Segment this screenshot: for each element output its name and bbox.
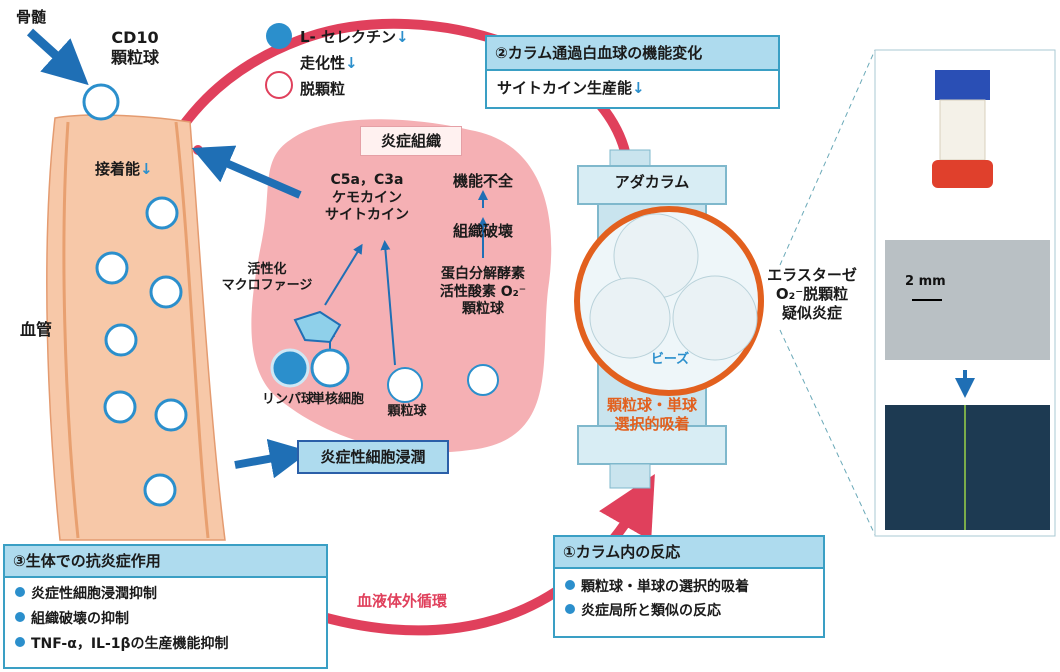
vessel-body [46, 114, 226, 541]
degranulation-label: 脱顆粒 [300, 80, 346, 98]
adhesion-point [193, 145, 203, 155]
list-item: 炎症性細胞浸潤抑制 [15, 582, 316, 607]
monocyte-label: 単核細胞 [311, 392, 364, 407]
down-arrow-icon: ↓ [396, 28, 409, 46]
cd10-label: CD10 顆粒球 [95, 28, 175, 68]
c5a-line2: ケモカイン [332, 189, 402, 206]
vessel-label: 血管 [20, 320, 53, 339]
box3-item-text: 炎症性細胞浸潤抑制 [31, 586, 157, 602]
down-arrow-icon: ↓ [140, 160, 153, 178]
box3-title: ③生体での抗炎症作用 [5, 546, 326, 578]
pseudo-inflammation-text: 疑似炎症 [781, 303, 842, 322]
lymphocyte-label: リンパ球 [261, 392, 314, 407]
box1-title: ①カラム内の反応 [555, 537, 823, 569]
c5a-line3: サイトカイン [325, 207, 409, 223]
column-function-change-box: ②カラム通過白血球の機能変化 サイトカイン生産能↓ [485, 35, 780, 109]
vessel-cells [82, 83, 188, 507]
down-arrow-icon: ↓ [632, 79, 645, 97]
c5a-line1: C5a，C3a [330, 172, 404, 188]
list-item: 顆粒球・単球の選択的吸着 [565, 575, 813, 599]
lymphocyte-cell [270, 348, 310, 388]
macrophage-label: 活性化 マクロファージ [212, 262, 322, 295]
bullet-icon [15, 637, 25, 647]
elastase-text: エラスターゼ [767, 266, 857, 284]
protease-text: 蛋白分解酵素 [441, 266, 525, 282]
list-item: TNF-α，IL-1βの生産機能抑制 [15, 632, 316, 657]
adacolumn [574, 149, 764, 489]
adhesion-label: 接着能↓ [95, 160, 153, 179]
selective-line1: 顆粒球・単球 [606, 396, 697, 414]
cd10-line2: 顆粒球 [110, 48, 159, 67]
column-reaction-box: ①カラム内の反応 顆粒球・単球の選択的吸着 炎症局所と類似の反応 [553, 535, 825, 638]
o2-degran-text: O₂⁻脱顆粒 [775, 284, 849, 303]
adhesion-text: 接着能 [95, 160, 141, 178]
list-item: 炎症局所と類似の反応 [565, 599, 813, 623]
anti-inflammatory-box: ③生体での抗炎症作用 炎症性細胞浸潤抑制 組織破壊の抑制 TNF-α，IL-1β… [3, 544, 328, 669]
monocyte-cell [310, 348, 350, 388]
tissue-destruction-label: 組織破壊 [452, 222, 513, 240]
granulocyte-label: 顆粒球 [387, 404, 427, 419]
photo-panel [779, 49, 1056, 537]
infiltration-box: 炎症性細胞浸潤 [297, 440, 449, 474]
granulocyte-tissue-text: 顆粒球 [462, 301, 504, 317]
bone-marrow-arrow [26, 28, 89, 86]
macrophage-line2: マクロファージ [221, 278, 313, 294]
degranulation-cell [265, 71, 293, 99]
box3-list: 炎症性細胞浸潤抑制 組織破壊の抑制 TNF-α，IL-1βの生産機能抑制 [5, 578, 326, 661]
bullet-icon [565, 580, 575, 590]
macrophage-line1: 活性化 [247, 262, 287, 277]
l-selectin-label: L- セレクチン↓ [300, 28, 409, 47]
box1-list: 顆粒球・単球の選択的吸着 炎症局所と類似の反応 [555, 569, 823, 627]
l-selectin-cell [266, 23, 292, 49]
box2-title: ②カラム通過白血球の機能変化 [487, 37, 778, 71]
chemotaxis-label: 走化性↓ [300, 54, 358, 73]
down-arrow-icon: ↓ [345, 54, 358, 72]
bullet-icon [15, 612, 25, 622]
pseudo-inflammation-label: エラスターゼ O₂⁻脱顆粒 疑似炎症 [752, 266, 872, 322]
arrow-cytokine-to-vessel [191, 145, 302, 199]
inflammatory-tissue-label: 炎症組織 [360, 126, 462, 156]
l-selectin-text: L- セレクチン [300, 28, 397, 46]
arrow-infiltration [234, 438, 310, 479]
extracorporeal-label: 血液体外循環 [357, 592, 448, 610]
arrow-granulocyte-up [380, 240, 396, 366]
selective-line2: 選択的吸着 [614, 414, 690, 433]
box2-item-text: サイトカイン生産能 [497, 79, 633, 97]
chemical-mediators-label: C5a，C3a ケモカイン サイトカイン [312, 172, 422, 225]
chemotaxis-text: 走化性 [300, 54, 346, 72]
adacolumn-label: アダカラム [614, 173, 690, 191]
bone-marrow-label: 骨髄 [16, 8, 47, 26]
dysfunction-label: 機能不全 [452, 172, 513, 190]
active-oxygen-text: 活性酸素 O₂⁻ [439, 283, 527, 300]
bullet-icon [565, 604, 575, 614]
cd10-line1: CD10 [111, 28, 159, 47]
vessel-wall-left [62, 121, 80, 539]
box3-item-text: TNF-α，IL-1βの生産機能抑制 [31, 636, 229, 652]
tissue-granulocyte-cell [467, 364, 499, 396]
box2-item: サイトカイン生産能↓ [487, 71, 778, 105]
box1-item-text: 顆粒球・単球の選択的吸着 [581, 579, 749, 595]
box3-item-text: 組織破壊の抑制 [31, 611, 129, 627]
beads-label: ビーズ [650, 352, 690, 367]
list-item: 組織破壊の抑制 [15, 607, 316, 632]
vessel-wall-right [174, 121, 210, 539]
arrow-macrophage-up [324, 243, 363, 306]
destructive-factors-label: 蛋白分解酵素 活性酸素 O₂⁻ 顆粒球 [418, 266, 548, 319]
selective-adsorption-label: 顆粒球・単球 選択的吸着 [590, 396, 714, 434]
scale-label: 2 mm [905, 274, 946, 289]
box1-item-text: 炎症局所と類似の反応 [581, 603, 721, 619]
bullet-icon [15, 587, 25, 597]
macrophage-cell [293, 310, 342, 344]
granulocyte-cell [387, 367, 423, 403]
